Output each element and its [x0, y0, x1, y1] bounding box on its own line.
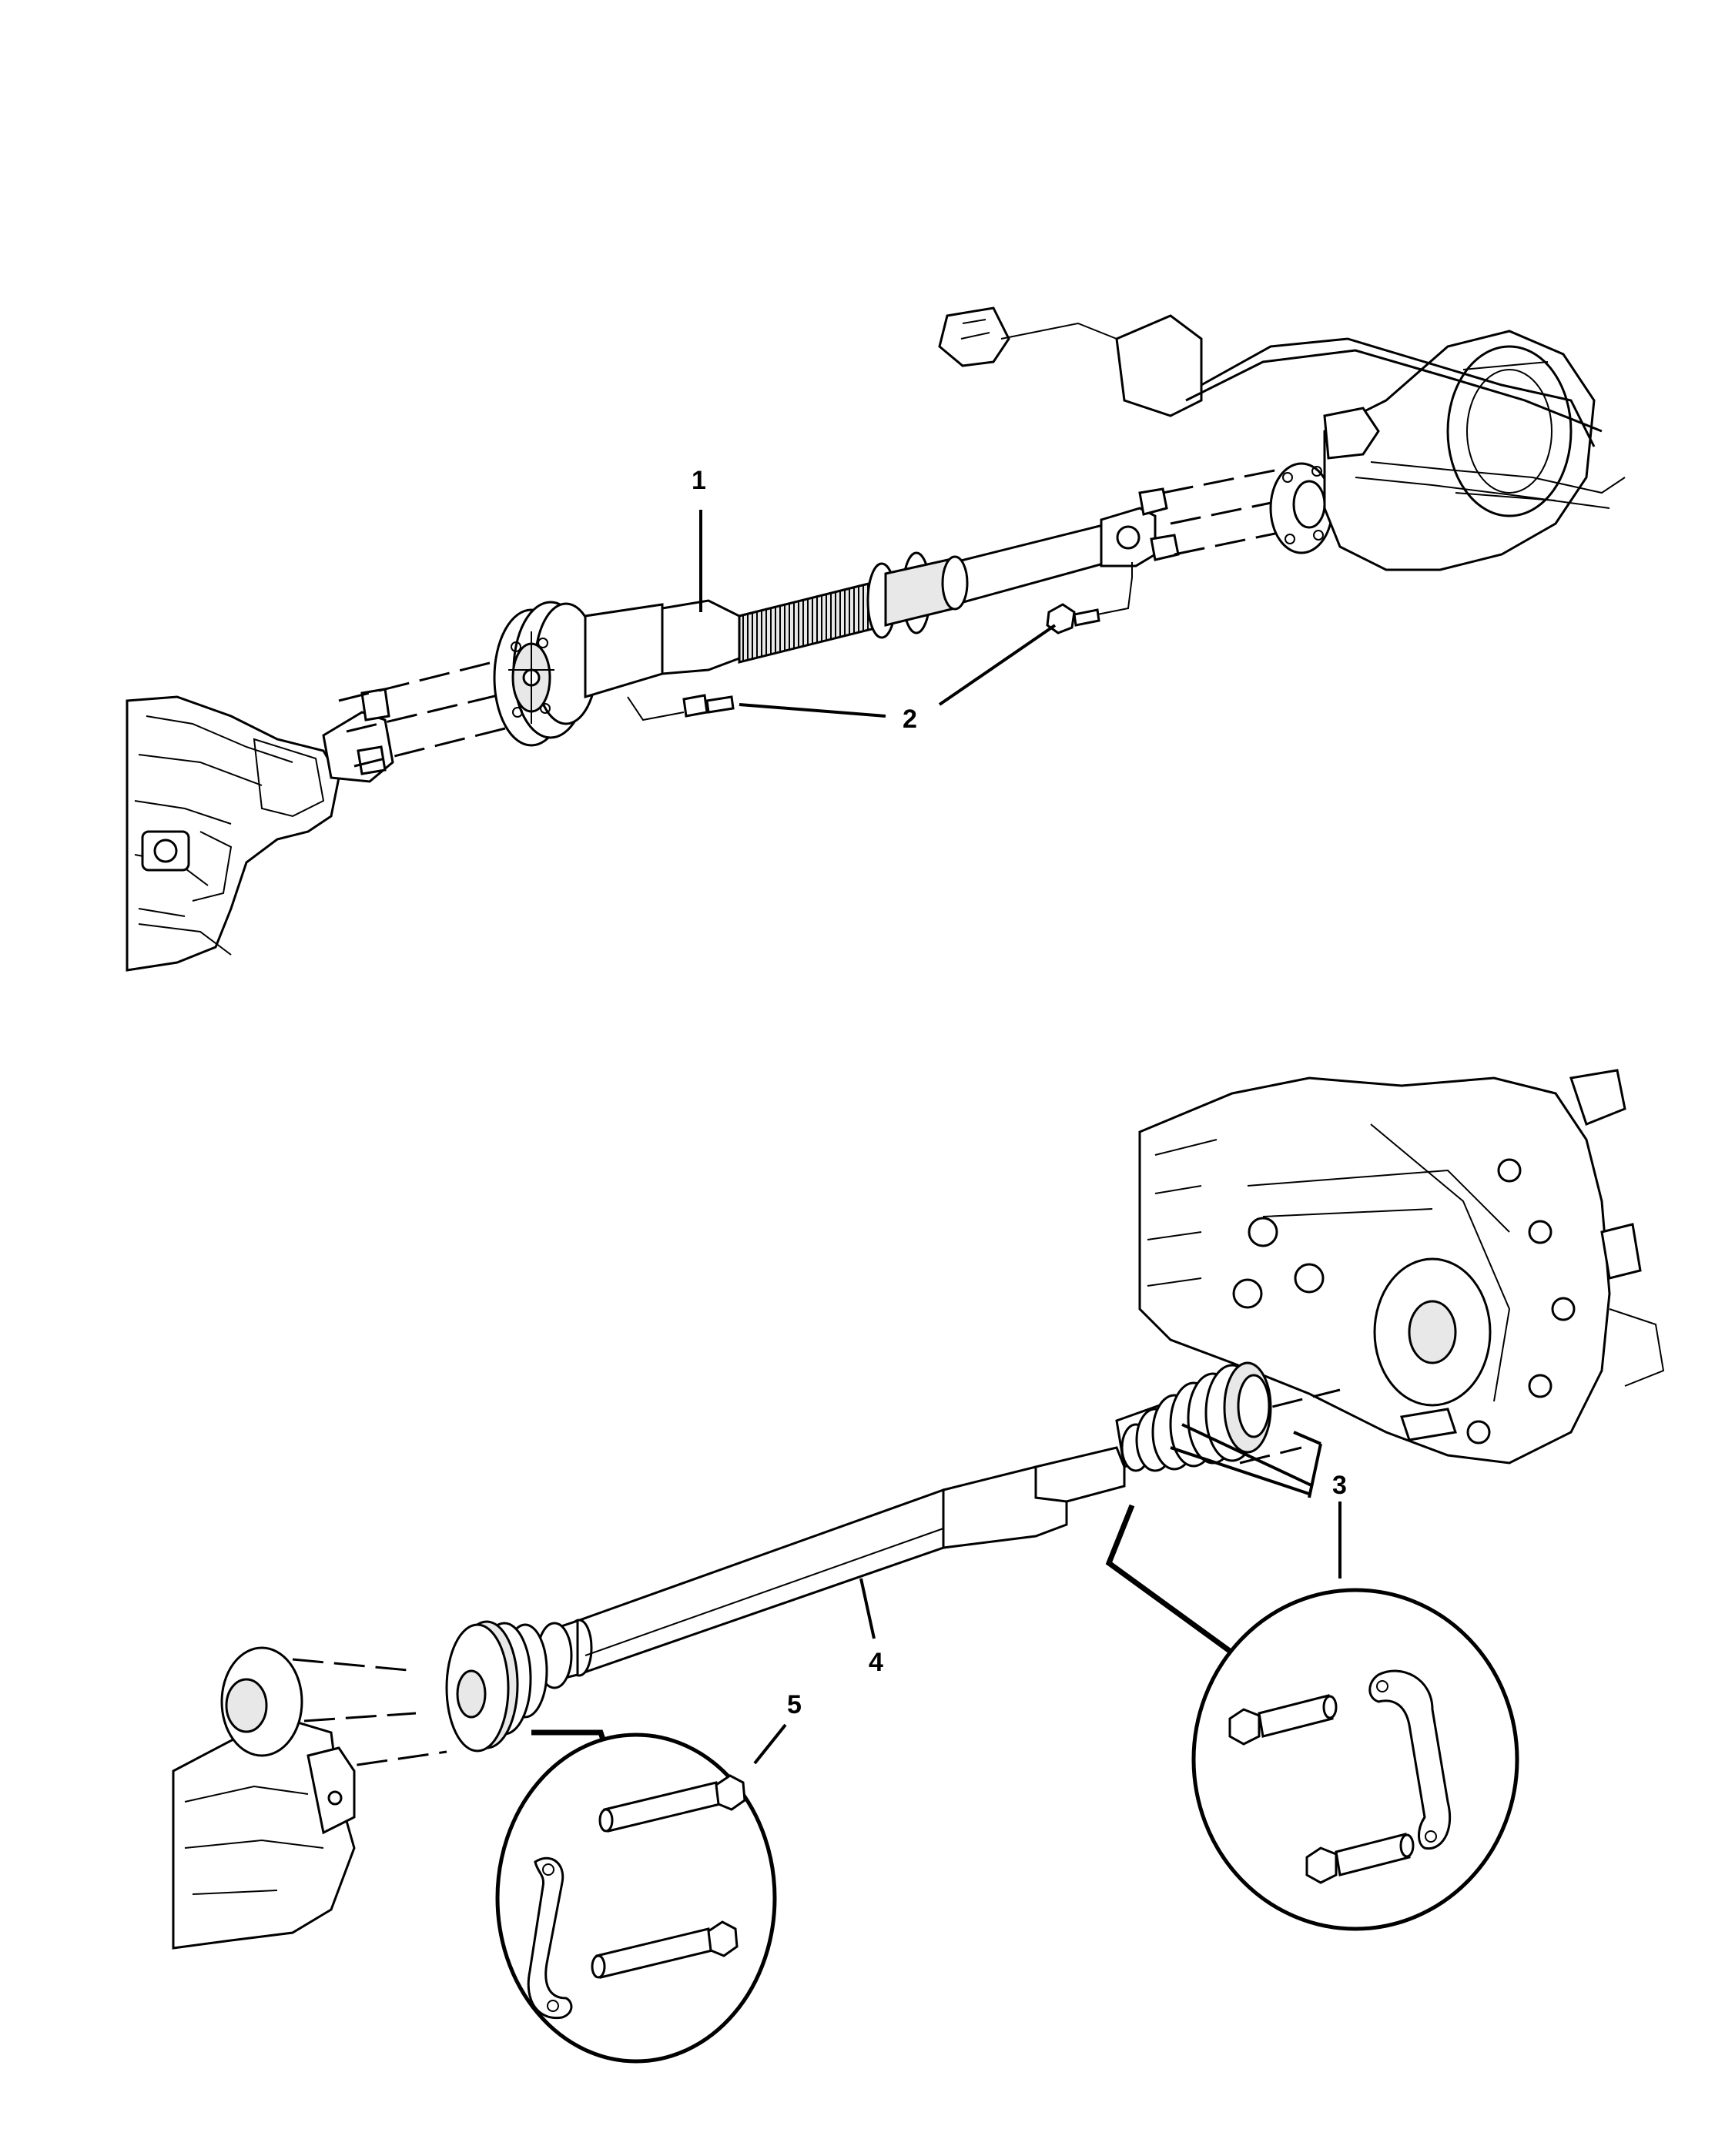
callout-2: 2 — [903, 705, 917, 734]
rear-driveshaft-assembly: 1 2 — [126, 306, 1626, 972]
bubble-3-hardware-kit — [1191, 1588, 1519, 1931]
front-axle-housing — [172, 1646, 356, 1950]
rear-u-joint — [1100, 487, 1180, 567]
leader-line-3a — [1293, 1431, 1321, 1445]
callout-4: 4 — [869, 1648, 883, 1677]
cv-joint-boot — [1115, 1361, 1272, 1472]
leader-line-5 — [753, 1723, 787, 1765]
strap-icon — [1368, 1669, 1452, 1850]
bolt-icon — [1228, 1694, 1338, 1746]
rear-axle-housing — [938, 306, 1626, 571]
callout-5: 5 — [787, 1690, 802, 1719]
bubble-5-hardware-kit — [495, 1732, 777, 2064]
front-shaft-tube — [565, 1446, 1126, 1677]
axle-pinion-flange — [1269, 462, 1334, 554]
front-flange-joint — [445, 1619, 579, 1753]
front-coupler — [493, 601, 598, 747]
leader-line-2a — [739, 703, 886, 718]
callout-3: 3 — [1332, 1471, 1347, 1500]
flange-bolt-front — [627, 694, 735, 721]
flange-bolt-rear — [1046, 562, 1133, 634]
front-driveshaft-assembly: 3 4 5 — [172, 1069, 1665, 2064]
leader-line-4 — [859, 1578, 876, 1639]
leader-line-3c — [1170, 1423, 1314, 1495]
bolt-icon — [1305, 1833, 1415, 1884]
bubble-3-connector — [1105, 1504, 1238, 1658]
bolt-icon — [598, 1774, 746, 1833]
callout-1: 1 — [692, 466, 706, 495]
leader-line-2b — [938, 624, 1057, 706]
transmission-yoke — [322, 688, 394, 783]
bolt-icon — [591, 1920, 739, 1979]
strap-icon — [527, 1856, 573, 2020]
leader-line-3b — [1308, 1443, 1322, 1498]
transmission-housing — [126, 695, 340, 972]
spline-section — [738, 551, 969, 664]
